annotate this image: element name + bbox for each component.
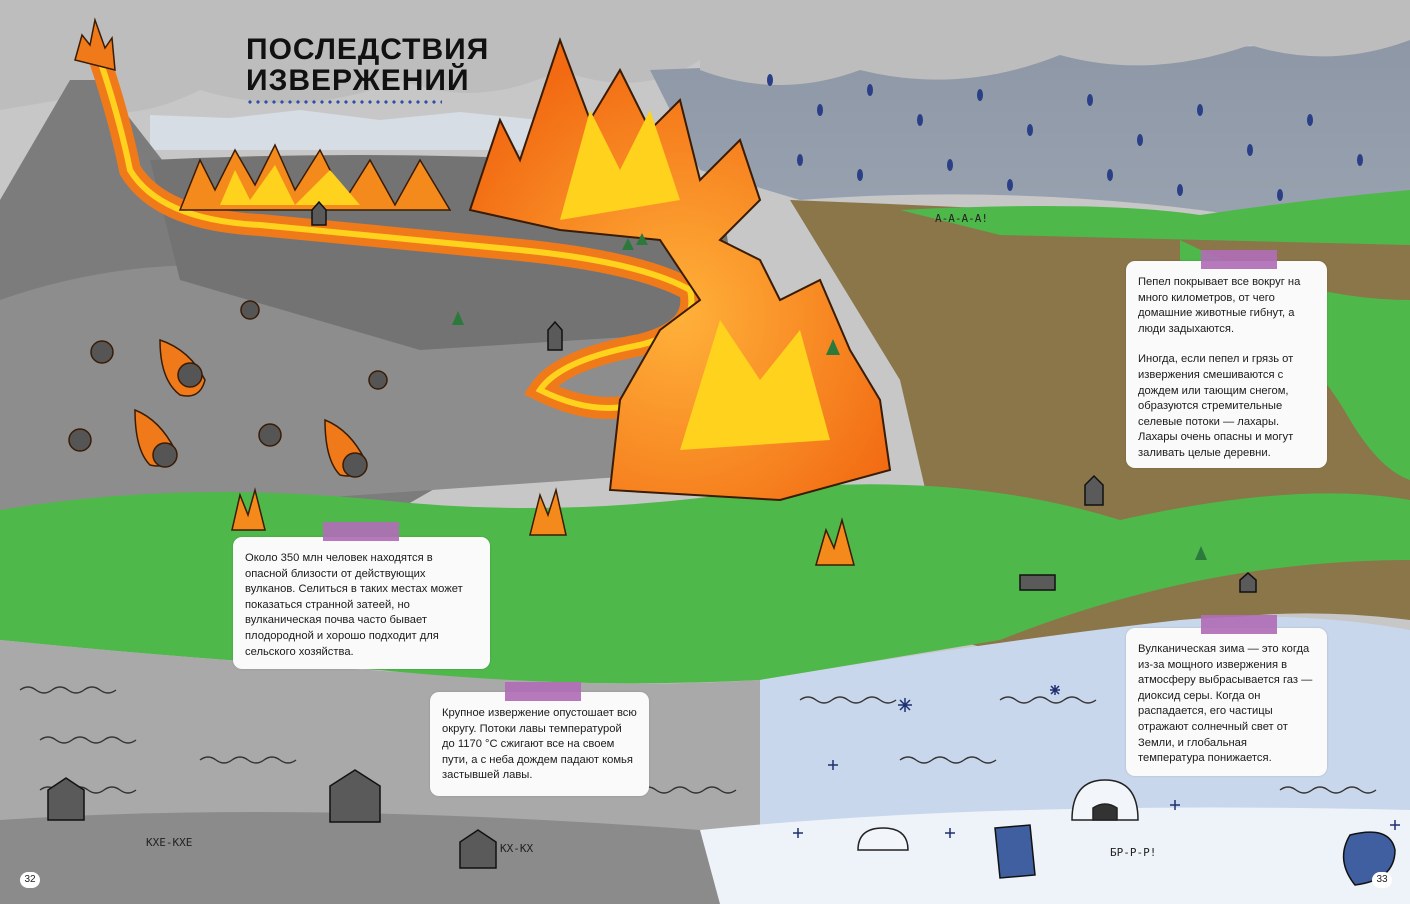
page-number-left: 32 — [20, 872, 40, 888]
trees — [452, 233, 1207, 560]
cloud-top-right — [700, 0, 1410, 85]
tape-population — [323, 522, 399, 541]
houses — [47, 200, 1257, 869]
lava-bombs — [68, 300, 388, 478]
fire-small-1 — [231, 487, 266, 531]
rain-drops — [767, 74, 1393, 211]
tape-winter — [1201, 615, 1277, 634]
horizon-strip — [150, 110, 650, 150]
fire-strip — [178, 143, 452, 211]
tape-ash — [1201, 250, 1277, 269]
page-title-line1: ПОСЛЕДСТВИЯ — [246, 33, 490, 66]
cough-label-1: КХЕ-КХЕ — [146, 836, 193, 849]
eruption-fire — [74, 17, 116, 71]
devastation-text: Крупное извержение опустошает всю округу… — [442, 707, 637, 782]
page-title: ПОСЛЕДСТВИЯ ИЗВЕРЖЕНИЙ — [246, 34, 489, 96]
page-title-line2: ИЗВЕРЖЕНИЙ — [246, 64, 470, 97]
cough-label-2: КХ-КХ — [500, 842, 534, 855]
grey-ground — [0, 812, 720, 904]
winter-text: Вулканическая зима — это когда из-за мощ… — [1138, 643, 1313, 765]
info-card-ash: Пепел покрывает все вокруг на много кило… — [1126, 261, 1327, 468]
ice-block-left — [994, 824, 1036, 879]
title-dotted-underline — [246, 100, 442, 104]
igloos — [857, 779, 1139, 851]
rain-sky — [650, 40, 1410, 240]
green-hill-far — [900, 190, 1410, 245]
green-strip-right — [1180, 240, 1410, 480]
info-card-devastation: Крупное извержение опустошает всю округу… — [430, 692, 649, 796]
ash-text-1: Пепел покрывает все вокруг на много кило… — [1138, 276, 1301, 335]
population-text: Около 350 млн человек находятся в опасно… — [245, 552, 463, 658]
water-waves — [19, 686, 1377, 794]
page-number-right: 33 — [1372, 872, 1392, 888]
info-card-winter: Вулканическая зима — это когда из-за мощ… — [1126, 628, 1327, 776]
fire-small-2 — [529, 487, 567, 536]
cloud-top-left — [0, 0, 700, 113]
brr-label: БР-Р-Р! — [1110, 846, 1157, 859]
tape-devastation — [505, 682, 581, 701]
snow-ground — [700, 807, 1410, 904]
info-card-population: Около 350 млн человек находятся в опасно… — [233, 537, 490, 669]
scream-label: А-А-А-А! — [935, 212, 988, 225]
fire-small-3 — [815, 517, 855, 566]
ash-text-2: Иногда, если пепел и грязь от извержения… — [1138, 353, 1294, 459]
